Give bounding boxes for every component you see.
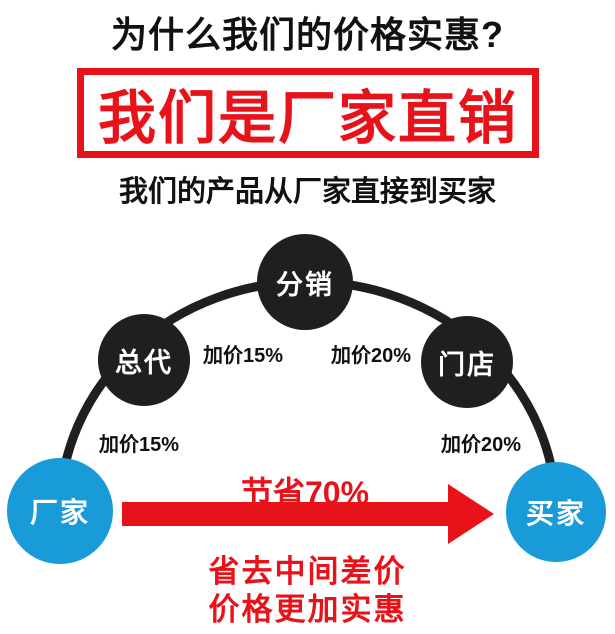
savings-arrow xyxy=(122,484,494,544)
page-title: 为什么我们的价格实惠? xyxy=(111,14,504,55)
footer-line-2: 价格更加实惠 xyxy=(208,592,407,627)
savings-label: 节省70% xyxy=(240,475,370,511)
node-distribution: 分销 xyxy=(257,234,353,330)
node-factory: 厂家 xyxy=(7,458,113,564)
node-distribution-label: 分销 xyxy=(276,269,334,300)
markup-label-store-upper: 加价20% xyxy=(330,345,412,367)
subtitle: 我们的产品从厂家直接到买家 xyxy=(118,176,496,208)
node-agent: 总代 xyxy=(98,314,190,406)
node-buyer-label: 买家 xyxy=(525,498,586,529)
footer-line-1: 省去中间差价 xyxy=(208,554,407,589)
node-store-label: 门店 xyxy=(438,349,496,380)
banner-text: 我们是厂家直销 xyxy=(97,86,518,151)
node-factory-label: 厂家 xyxy=(29,497,90,528)
node-store: 门店 xyxy=(421,316,513,408)
markup-label-agent-upper: 加价15% xyxy=(202,345,284,367)
markup-label-agent-lower: 加价15% xyxy=(98,434,180,456)
factory-direct-banner: 我们是厂家直销 xyxy=(77,68,539,158)
node-agent-label: 总代 xyxy=(115,347,173,378)
markup-label-store-lower: 加价20% xyxy=(440,434,522,456)
node-buyer: 买家 xyxy=(506,462,606,562)
